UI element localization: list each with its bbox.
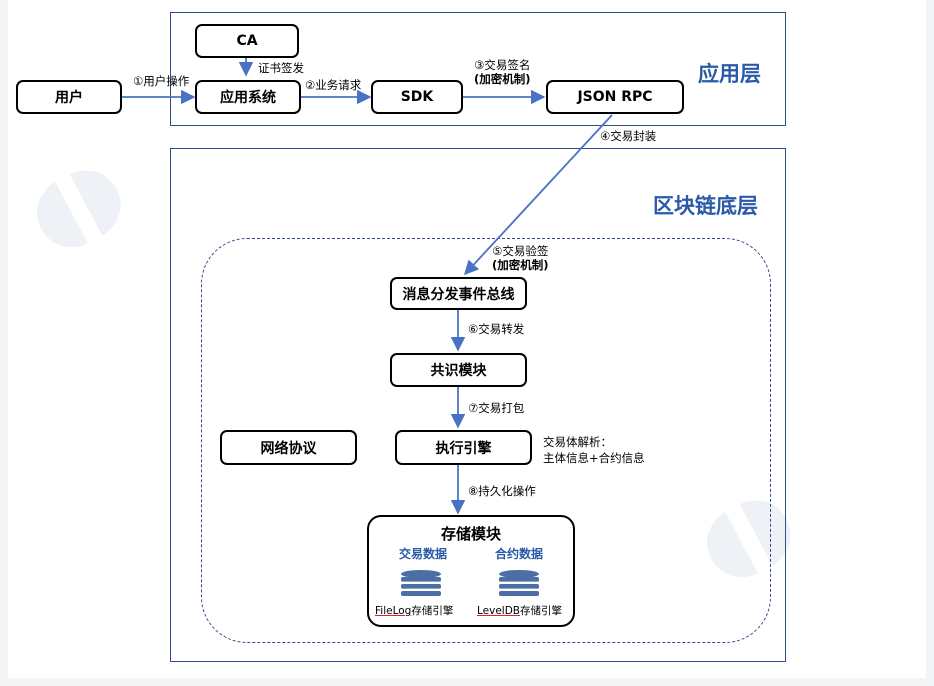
database-icon [499, 570, 539, 596]
app-system-node: 应用系统 [195, 80, 301, 114]
execution-engine-node: 执行引擎 [395, 430, 532, 465]
tx-sign-label: ③交易签名 (加密机制) [474, 58, 531, 86]
leveldb-engine-label: LevelDB存储引擎 [477, 603, 562, 618]
consensus-node: 共识模块 [390, 353, 527, 387]
network-protocol-node: 网络协议 [220, 430, 357, 465]
tx-verify-note: (加密机制) [492, 258, 549, 272]
tx-pack-label: ⑦交易打包 [468, 401, 525, 415]
cert-issue-label: 证书签发 [258, 61, 304, 75]
leveldb-suffix: 存储引擎 [520, 605, 563, 617]
tx-sign-text: ③交易签名 [474, 58, 531, 72]
application-layer [170, 12, 786, 126]
leveldb-name: LevelDB [477, 605, 521, 617]
tx-sign-note: (加密机制) [474, 72, 531, 86]
message-bus-node: 消息分发事件总线 [390, 277, 527, 310]
connector-arrows [122, 58, 613, 515]
arrow-rpc-to-bus [464, 114, 613, 276]
user-op-label: ①用户操作 [133, 74, 190, 88]
core-modules-boundary [201, 238, 771, 643]
blockchain-layer-title: 区块链底层 [653, 194, 758, 218]
filelog-suffix: 存储引擎 [411, 605, 454, 617]
tx-verify-label: ⑤交易验签 (加密机制) [492, 244, 549, 272]
tx-verify-text: ⑤交易验签 [492, 244, 549, 258]
tx-package-label: ④交易封装 [600, 129, 657, 143]
storage-module: 存储模块 交易数据 合约数据 [367, 515, 575, 627]
user-node: 用户 [16, 80, 122, 114]
biz-request-label: ②业务请求 [305, 78, 362, 92]
sdk-node: SDK [371, 80, 463, 114]
execution-note: 交易体解析： 主体信息+合约信息 [543, 434, 645, 466]
database-icon [401, 570, 441, 596]
execution-note-line2: 主体信息+合约信息 [543, 451, 645, 465]
filelog-name: FileLog [375, 605, 412, 617]
diagram-canvas: ◖◗ ◖◗ 应用层 区块链底层 CA 用户 应用系统 SDK JSON RPC … [8, 0, 926, 678]
ca-node: CA [195, 24, 299, 58]
application-layer-title: 应用层 [698, 62, 761, 86]
persist-label: ⑧持久化操作 [468, 484, 536, 498]
tx-data-heading: 交易数据 [399, 547, 448, 561]
tx-forward-label: ⑥交易转发 [468, 322, 525, 336]
execution-note-line1: 交易体解析： [543, 435, 612, 449]
blockchain-layer [170, 148, 786, 662]
contract-data-heading: 合约数据 [495, 547, 544, 561]
json-rpc-node: JSON RPC [546, 80, 684, 114]
filelog-engine-label: FileLog存储引擎 [375, 603, 453, 618]
storage-module-title: 存储模块 [440, 525, 501, 543]
